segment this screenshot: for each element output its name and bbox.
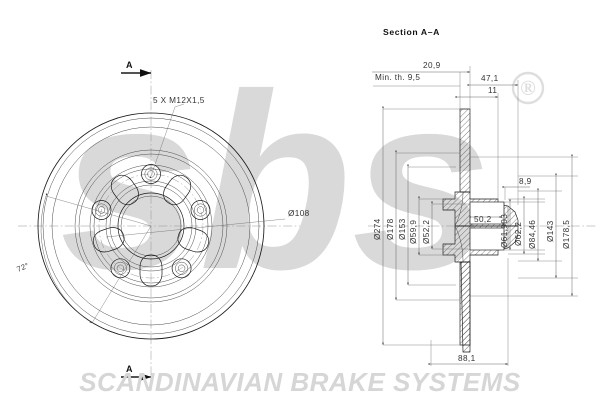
- web-fillet-lower: [454, 225, 464, 263]
- section-marker-top-label: A: [126, 60, 133, 70]
- hub-bore-inner: [120, 195, 182, 257]
- bolt-circle-pcd: [98, 173, 204, 279]
- dim-8-9: [502, 186, 530, 200]
- dia-61-903-label: Ø61,903: [500, 214, 509, 248]
- hub-flange-ring: [105, 180, 197, 272]
- dim-88-1: [428, 258, 509, 366]
- dim-20-9: [372, 66, 471, 110]
- dim-47-1-label: 47,1: [481, 74, 499, 83]
- registered-mark-icon: ®: [511, 71, 545, 105]
- dim-47-1: [467, 80, 519, 205]
- dia-84-46-label: Ø84,46: [528, 220, 537, 249]
- dia-274-label: Ø274: [373, 218, 382, 240]
- company-name-banner: SCANDINAVIAN BRAKE SYSTEMS: [79, 367, 521, 397]
- wheel-stud: [110, 258, 131, 279]
- hub-bore-outer: [117, 192, 185, 260]
- pcd-leader: [105, 218, 286, 238]
- diameter-stack-right: [470, 154, 578, 297]
- wheel-stud: [190, 200, 211, 220]
- lower-skirt: [460, 261, 471, 353]
- dia-52-2-label: Ø52,2: [422, 220, 431, 244]
- disc-friction-outer: [42, 117, 260, 335]
- disc-outer-edge: [37, 112, 265, 340]
- diameter-stack-left: [382, 106, 470, 346]
- dim-50-2-label: 50,2: [474, 215, 492, 224]
- dim-8-9-label: 8,9: [519, 177, 532, 186]
- section-title: Section A–A: [383, 27, 440, 37]
- dim-88-1-label: 88,1: [458, 354, 476, 363]
- stud-spec-label: 5 X M12X1,5: [153, 96, 205, 105]
- dia-59-9-label: Ø59,9: [409, 220, 418, 244]
- dia-178-label: Ø178: [386, 218, 395, 240]
- section-marker-top: A: [121, 60, 152, 77]
- front-view-group: 72° Ø108 5 X M12X1,5 A A: [15, 60, 310, 381]
- section-view-group: Section A–A: [368, 27, 596, 366]
- dia-62-2-label: Ø62,2: [514, 222, 523, 246]
- dia-178-5-label: Ø178,5: [562, 220, 571, 249]
- dia-153-label: Ø153: [398, 218, 407, 240]
- web-fillet-upper: [454, 191, 464, 227]
- section-marker-bottom: A: [121, 364, 152, 381]
- section-marker-bottom-label: A: [126, 364, 133, 374]
- wheel-stud: [171, 258, 192, 279]
- wheel-stud: [141, 164, 161, 184]
- dim-20-9-label: 20,9: [423, 61, 441, 70]
- min-thickness-note: Min. th. 9,5: [375, 73, 420, 82]
- hub-flange-ring-2: [109, 184, 193, 268]
- svg-text:®: ®: [520, 76, 536, 100]
- dia-143-label: Ø143: [546, 220, 555, 242]
- stud-spec-leader: [149, 103, 185, 179]
- dim-11-label: 11: [488, 86, 497, 95]
- hat-window-group: [92, 174, 210, 287]
- dim-11: [455, 93, 499, 200]
- friction-ring-upper: [459, 108, 471, 193]
- stud-angle-dimension: [40, 193, 152, 324]
- bearing-bore-lower: [469, 227, 505, 251]
- hat-shoulder-ring-2: [93, 168, 209, 284]
- stud-angle-label: 72°: [15, 261, 30, 274]
- pcd-label: Ø108: [288, 209, 310, 218]
